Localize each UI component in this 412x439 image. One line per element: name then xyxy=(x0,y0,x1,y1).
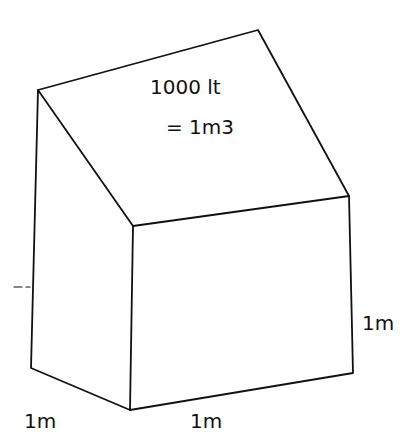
front-face xyxy=(130,196,353,410)
dimension-label: 1m xyxy=(190,410,222,432)
capacity-note: 1000 lt xyxy=(150,76,221,98)
dimension-label: 1m xyxy=(24,410,56,432)
side-face xyxy=(31,90,133,410)
roof xyxy=(38,30,349,196)
dimension-label: 1m xyxy=(362,312,394,334)
sketch-mark xyxy=(14,286,30,287)
volume-note: = 1m3 xyxy=(166,116,234,138)
